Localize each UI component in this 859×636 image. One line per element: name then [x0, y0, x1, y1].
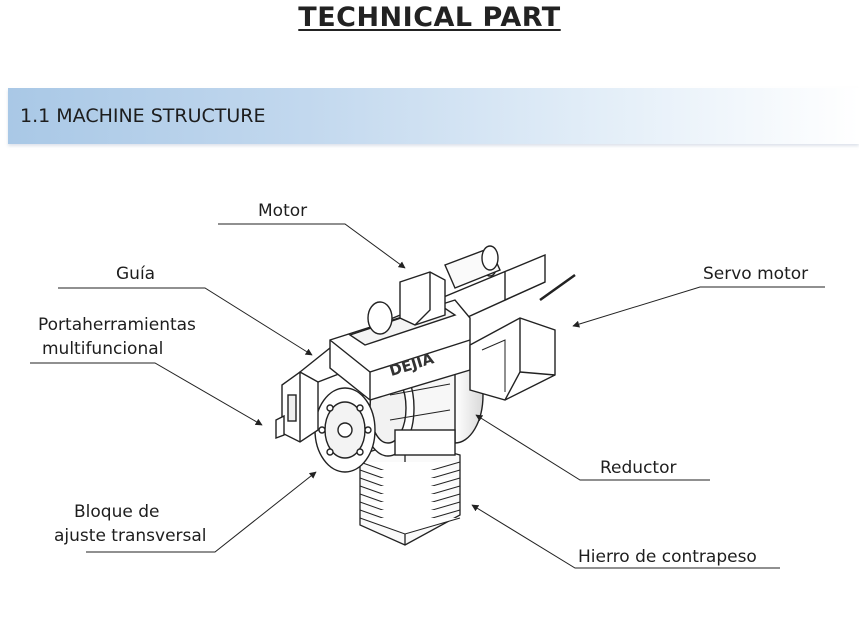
callout-bloque: Bloque de ajuste transversal: [54, 500, 207, 548]
front-flange: [314, 387, 376, 473]
callout-portaherramientas-line1: Portaherramientas: [38, 315, 196, 335]
callout-portaherramientas: Portaherramientas multifuncional: [38, 313, 196, 361]
section-header-bar: 1.1 MACHINE STRUCTURE: [8, 88, 859, 144]
tool-holder: [275, 371, 319, 443]
callout-hierro: Hierro de contrapeso: [578, 547, 757, 567]
callout-motor: Motor: [258, 201, 308, 221]
counterweight-stack: [359, 439, 461, 546]
callout-bloque-line2: ajuste transversal: [54, 526, 207, 546]
page-title: TECHNICAL PART: [298, 2, 561, 33]
callout-reductor: Reductor: [600, 458, 677, 478]
callout-servo-motor: Servo motor: [703, 264, 809, 284]
callout-portaherramientas-line2: multifuncional: [42, 339, 164, 359]
servo-motor: [469, 273, 576, 401]
callout-guia: Guía: [116, 264, 156, 284]
leader-lines: [30, 223, 825, 569]
callout-bloque-line1: Bloque de: [74, 502, 160, 522]
section-title: 1.1 MACHINE STRUCTURE: [20, 105, 266, 127]
top-motor: [367, 245, 501, 335]
